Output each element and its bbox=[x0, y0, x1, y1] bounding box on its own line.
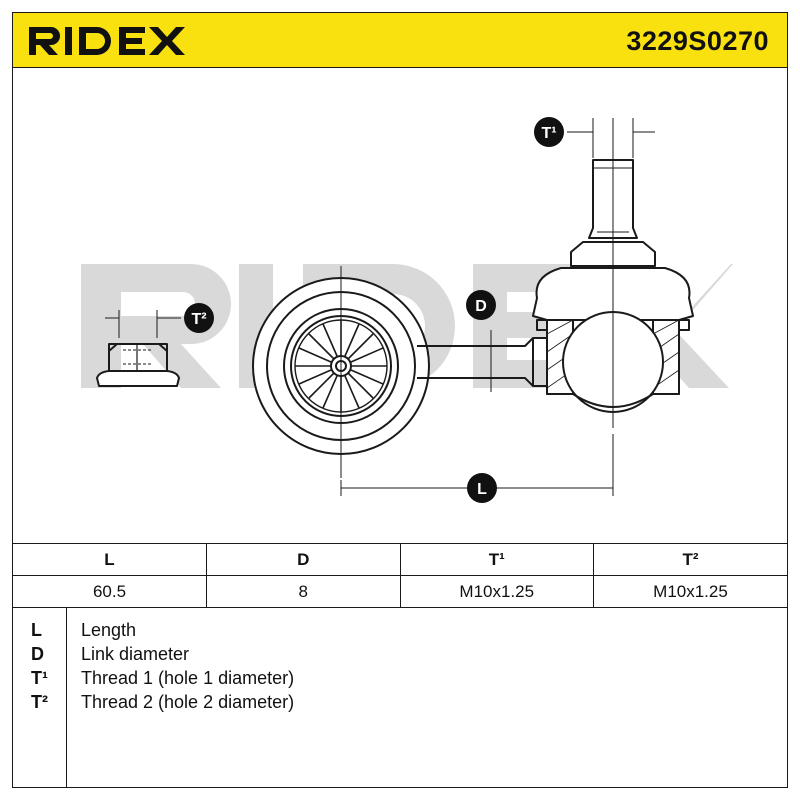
legend-text: Thread 2 (hole 2 diameter) bbox=[81, 692, 295, 712]
l-dimension-label: L bbox=[467, 473, 497, 503]
ball-joint-drawing bbox=[532, 118, 694, 428]
bushing-eye-drawing bbox=[252, 266, 430, 478]
legend-text: Length bbox=[81, 620, 137, 640]
header-l: L bbox=[13, 543, 207, 576]
legend-item: L Length bbox=[13, 620, 787, 644]
value-t1: M10x1.25 bbox=[399, 575, 594, 608]
t1-dimension-label: T¹ bbox=[534, 117, 564, 147]
legend: L Length D Link diameter T¹ Thread 1 (ho… bbox=[13, 608, 787, 787]
nut-drawing bbox=[96, 310, 181, 387]
t2-label-text: T² bbox=[191, 311, 206, 328]
header-t1: T¹ bbox=[399, 543, 594, 576]
l-label-text: L bbox=[477, 481, 487, 498]
legend-key: T¹ bbox=[31, 668, 48, 688]
specs-table: L D T¹ T² 60.5 8 M10x1.25 M10x1.25 bbox=[13, 543, 787, 608]
legend-key: L bbox=[31, 620, 42, 640]
header-d: D bbox=[206, 543, 401, 576]
t1-label-text: T¹ bbox=[541, 125, 556, 142]
d-label-text: D bbox=[475, 298, 487, 315]
value-d: 8 bbox=[206, 575, 401, 608]
value-t2: M10x1.25 bbox=[593, 575, 787, 608]
legend-item: T² Thread 2 (hole 2 diameter) bbox=[13, 692, 787, 716]
legend-key: T² bbox=[31, 692, 48, 712]
value-l: 60.5 bbox=[13, 575, 207, 608]
part-number: 3229S0270 bbox=[626, 26, 769, 56]
legend-text: Thread 1 (hole 1 diameter) bbox=[81, 668, 295, 688]
brand-logo bbox=[27, 21, 197, 64]
header-t2: T² bbox=[593, 543, 787, 576]
legend-divider bbox=[66, 608, 67, 787]
legend-text: Link diameter bbox=[81, 644, 190, 664]
specs-header-row: L D T¹ T² bbox=[13, 543, 787, 576]
header-bar: 3229S0270 bbox=[13, 13, 787, 68]
legend-item: T¹ Thread 1 (hole 1 diameter) bbox=[13, 668, 787, 692]
t2-dimension-label: T² bbox=[184, 303, 214, 333]
d-dimension-label: D bbox=[466, 290, 496, 320]
legend-key: D bbox=[31, 644, 44, 664]
specs-value-row: 60.5 8 M10x1.25 M10x1.25 bbox=[13, 575, 787, 608]
legend-item: D Link diameter bbox=[13, 644, 787, 668]
technical-drawing: T¹ T² D L bbox=[13, 68, 787, 543]
datasheet-frame: 3229S0270 bbox=[12, 12, 788, 788]
